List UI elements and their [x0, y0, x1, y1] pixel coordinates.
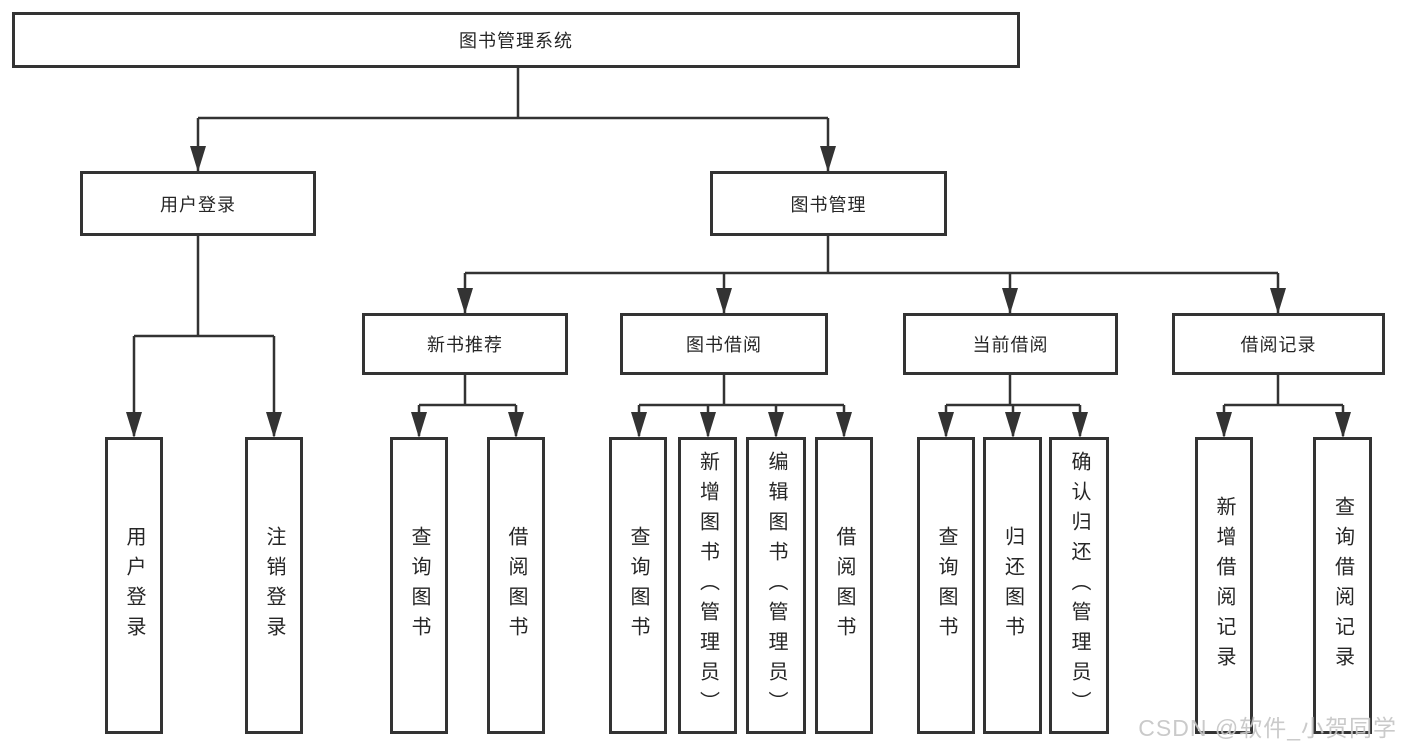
leaf-add-book-admin-label: 新增图书（管理员）: [696, 450, 719, 721]
leaf-edit-book-admin: 编辑图书（管理员）: [746, 437, 806, 734]
leaf-query-books-current: 查询图书: [917, 437, 975, 734]
node-new-book-recommend: 新书推荐: [362, 313, 568, 375]
leaf-add-borrow-record-label: 新增借阅记录: [1213, 495, 1235, 676]
node-root: 图书管理系统: [12, 12, 1020, 68]
node-new-book-recommend-label: 新书推荐: [427, 335, 503, 355]
leaf-user-login: 用户登录: [105, 437, 163, 734]
leaf-borrow-books: 借阅图书: [815, 437, 873, 734]
csdn-watermark: CSDN @软件_小贺同学: [1138, 715, 1397, 741]
node-borrow-records-label: 借阅记录: [1240, 335, 1317, 355]
leaf-confirm-return-admin: 确认归还（管理员）: [1049, 437, 1109, 734]
leaf-borrow-books-recommend-label: 借阅图书: [505, 525, 527, 646]
leaf-borrow-books-label: 借阅图书: [833, 525, 855, 646]
node-book-management-label: 图书管理: [790, 194, 867, 215]
leaf-query-borrow-record-label: 查询借阅记录: [1331, 495, 1354, 676]
node-root-label: 图书管理系统: [459, 31, 573, 51]
leaf-query-books-borrow: 查询图书: [609, 437, 667, 734]
leaf-confirm-return-admin-label: 确认归还（管理员）: [1068, 450, 1090, 721]
node-book-borrow-label: 图书借阅: [686, 335, 762, 355]
leaf-return-book: 归还图书: [983, 437, 1042, 734]
leaf-add-borrow-record: 新增借阅记录: [1195, 437, 1253, 734]
node-book-borrow: 图书借阅: [620, 313, 828, 375]
leaf-query-books-borrow-label: 查询图书: [627, 525, 649, 646]
arrowheads: [126, 146, 1351, 438]
node-book-management: 图书管理: [710, 171, 947, 236]
node-user-login-label: 用户登录: [160, 194, 236, 215]
node-current-borrow: 当前借阅: [903, 313, 1118, 375]
node-borrow-records: 借阅记录: [1172, 313, 1385, 375]
node-current-borrow-label: 当前借阅: [972, 335, 1049, 355]
node-user-login: 用户登录: [80, 171, 316, 236]
leaf-return-book-label: 归还图书: [1001, 525, 1024, 646]
leaf-logout-label: 注销登录: [263, 525, 285, 646]
leaf-query-books-current-label: 查询图书: [935, 525, 957, 646]
leaf-logout: 注销登录: [245, 437, 303, 734]
leaf-query-borrow-record: 查询借阅记录: [1313, 437, 1372, 734]
leaf-query-books-recommend: 查询图书: [390, 437, 448, 734]
leaf-query-books-recommend-label: 查询图书: [408, 525, 430, 646]
leaf-edit-book-admin-label: 编辑图书（管理员）: [765, 450, 787, 721]
leaf-add-book-admin: 新增图书（管理员）: [678, 437, 737, 734]
leaf-user-login-label: 用户登录: [123, 525, 145, 646]
leaf-borrow-books-recommend: 借阅图书: [487, 437, 545, 734]
